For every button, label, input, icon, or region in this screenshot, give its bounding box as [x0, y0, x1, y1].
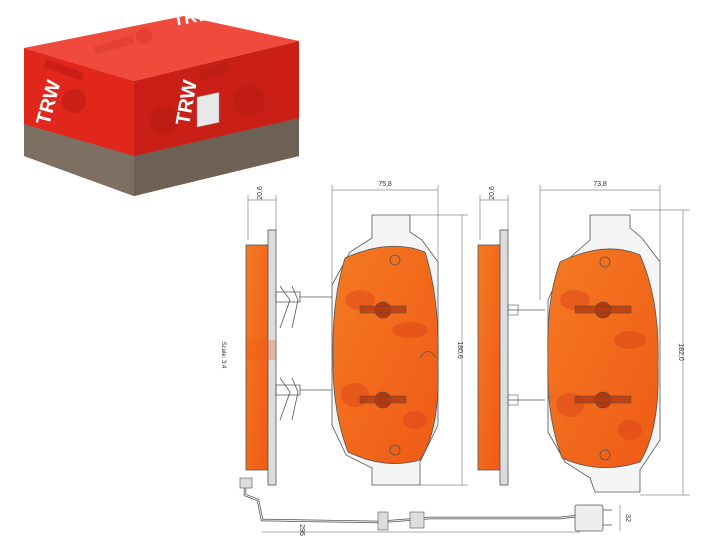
sensor-connector: [574, 504, 604, 532]
connector-size-label: 32: [624, 514, 631, 522]
right-thickness-dimension: 20,6: [479, 186, 509, 240]
right-pad-dimensions: 73,8 182,0: [539, 181, 690, 496]
right-pad-side-view: [477, 229, 545, 486]
left-width-label: 75,8: [378, 181, 392, 188]
scale-label: Scale: 3:4: [220, 342, 226, 369]
product-box: TRW TRW TRW: [14, 3, 314, 211]
left-height-label: 180,6: [456, 341, 463, 359]
left-pad-front-view: [331, 214, 439, 486]
left-thickness-dimension: 20,6: [247, 186, 277, 240]
right-width-label: 73,8: [593, 181, 607, 188]
right-height-label: 182,0: [677, 343, 684, 361]
left-pad-dimensions: 75,8 180,6: [331, 181, 468, 486]
box-top: [24, 16, 299, 81]
left-pad-side-view: [245, 229, 335, 486]
left-thickness-label: 20,6: [257, 186, 264, 200]
right-thickness-label: 20,6: [489, 186, 496, 200]
box-band-side: [134, 118, 299, 196]
wire-length-label: 295: [298, 524, 305, 536]
box-pattern: [43, 28, 265, 135]
box-band-front: [24, 124, 134, 196]
right-pad-front-view: [547, 214, 661, 493]
wear-sensor-wire: 295 32: [239, 477, 631, 536]
box-label: [196, 92, 220, 128]
